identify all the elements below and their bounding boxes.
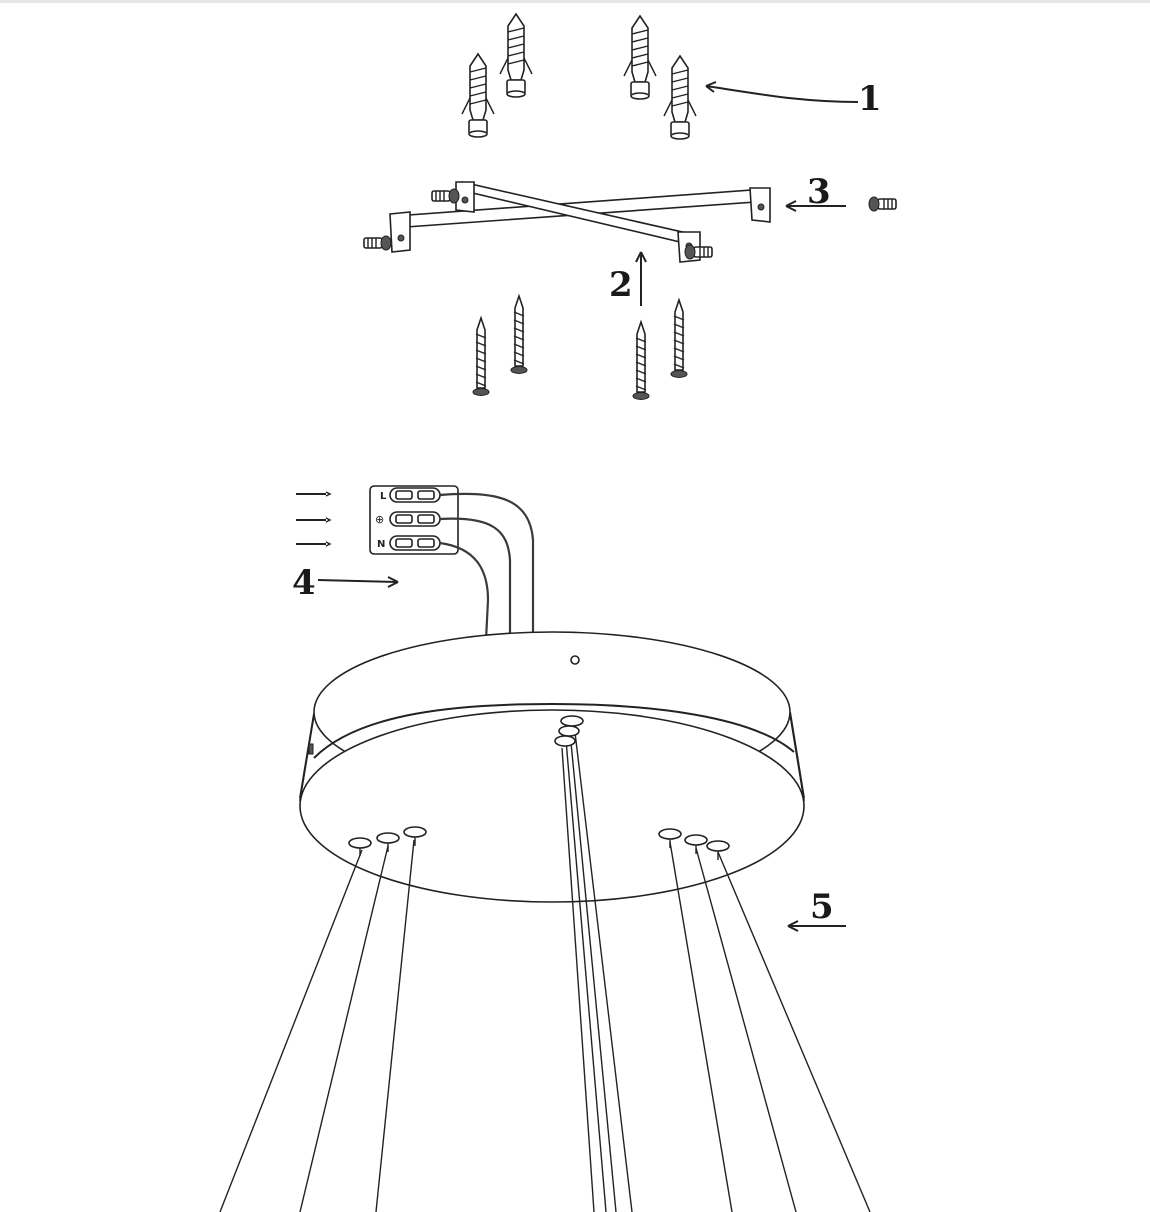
top-border [0, 0, 1150, 3]
power-wires [439, 492, 535, 641]
terminal-mark-live: L [380, 491, 387, 502]
callout-1-leader [705, 85, 859, 103]
callout-1: 1 [858, 79, 882, 119]
cable-grippers [348, 715, 730, 860]
wall-plug-icon [461, 13, 697, 140]
terminal-mark-neutral: N [377, 539, 385, 550]
callout-4-leader [317, 579, 399, 583]
ceiling-canopy-icon [299, 631, 805, 903]
callout-4: 4 [292, 563, 316, 603]
terminal-mark-earth: ⊕ [375, 513, 384, 526]
wood-screw-icon [472, 295, 688, 401]
cross-bracket-icon [363, 181, 897, 263]
suspension-cables [219, 723, 871, 1212]
callout-2: 2 [609, 265, 633, 305]
callout-5: 5 [810, 887, 834, 927]
terminal-block-icon: L ⊕ N [296, 485, 459, 555]
callout-3: 3 [807, 172, 831, 212]
